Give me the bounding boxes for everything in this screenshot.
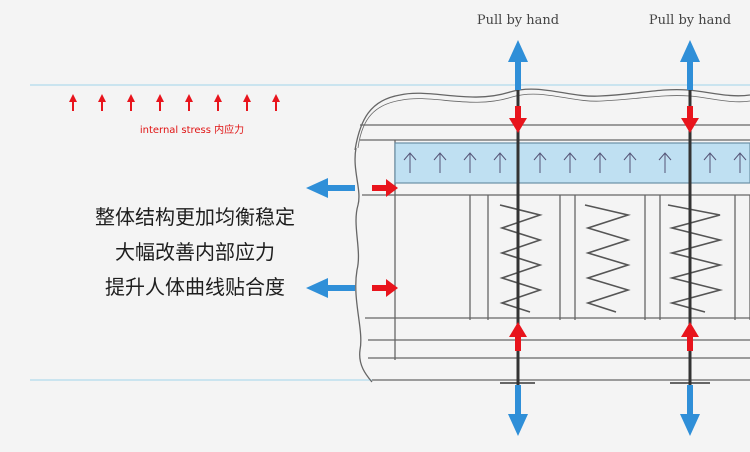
stress-arrows — [69, 94, 280, 111]
foam-layer-arrows — [403, 152, 747, 173]
pull-by-hand-label-left: Pull by hand — [476, 13, 560, 28]
post-red-up-arrows — [509, 322, 699, 351]
spring-2 — [584, 204, 631, 313]
internal-stress-label: internal stress 内应力 — [139, 125, 245, 136]
spring-1 — [499, 204, 543, 313]
side-arrows-lower — [306, 278, 398, 298]
spring-3 — [667, 204, 724, 313]
pull-up-arrows — [508, 40, 700, 90]
side-arrows-upper — [306, 178, 398, 198]
caption-line-3: 提升人体曲线贴合度 — [105, 275, 285, 299]
foam-layer — [394, 142, 750, 184]
post-red-down-arrows — [509, 106, 699, 133]
caption-line-1: 整体结构更加均衡稳定 — [95, 205, 295, 229]
caption-line-2: 大幅改善内部应力 — [115, 240, 275, 264]
coil-springs — [499, 204, 724, 313]
pull-down-arrows — [508, 385, 700, 436]
pull-by-hand-label-right: Pull by hand — [648, 13, 732, 28]
mattress-sketch — [354, 88, 750, 384]
vertical-posts — [516, 90, 692, 385]
